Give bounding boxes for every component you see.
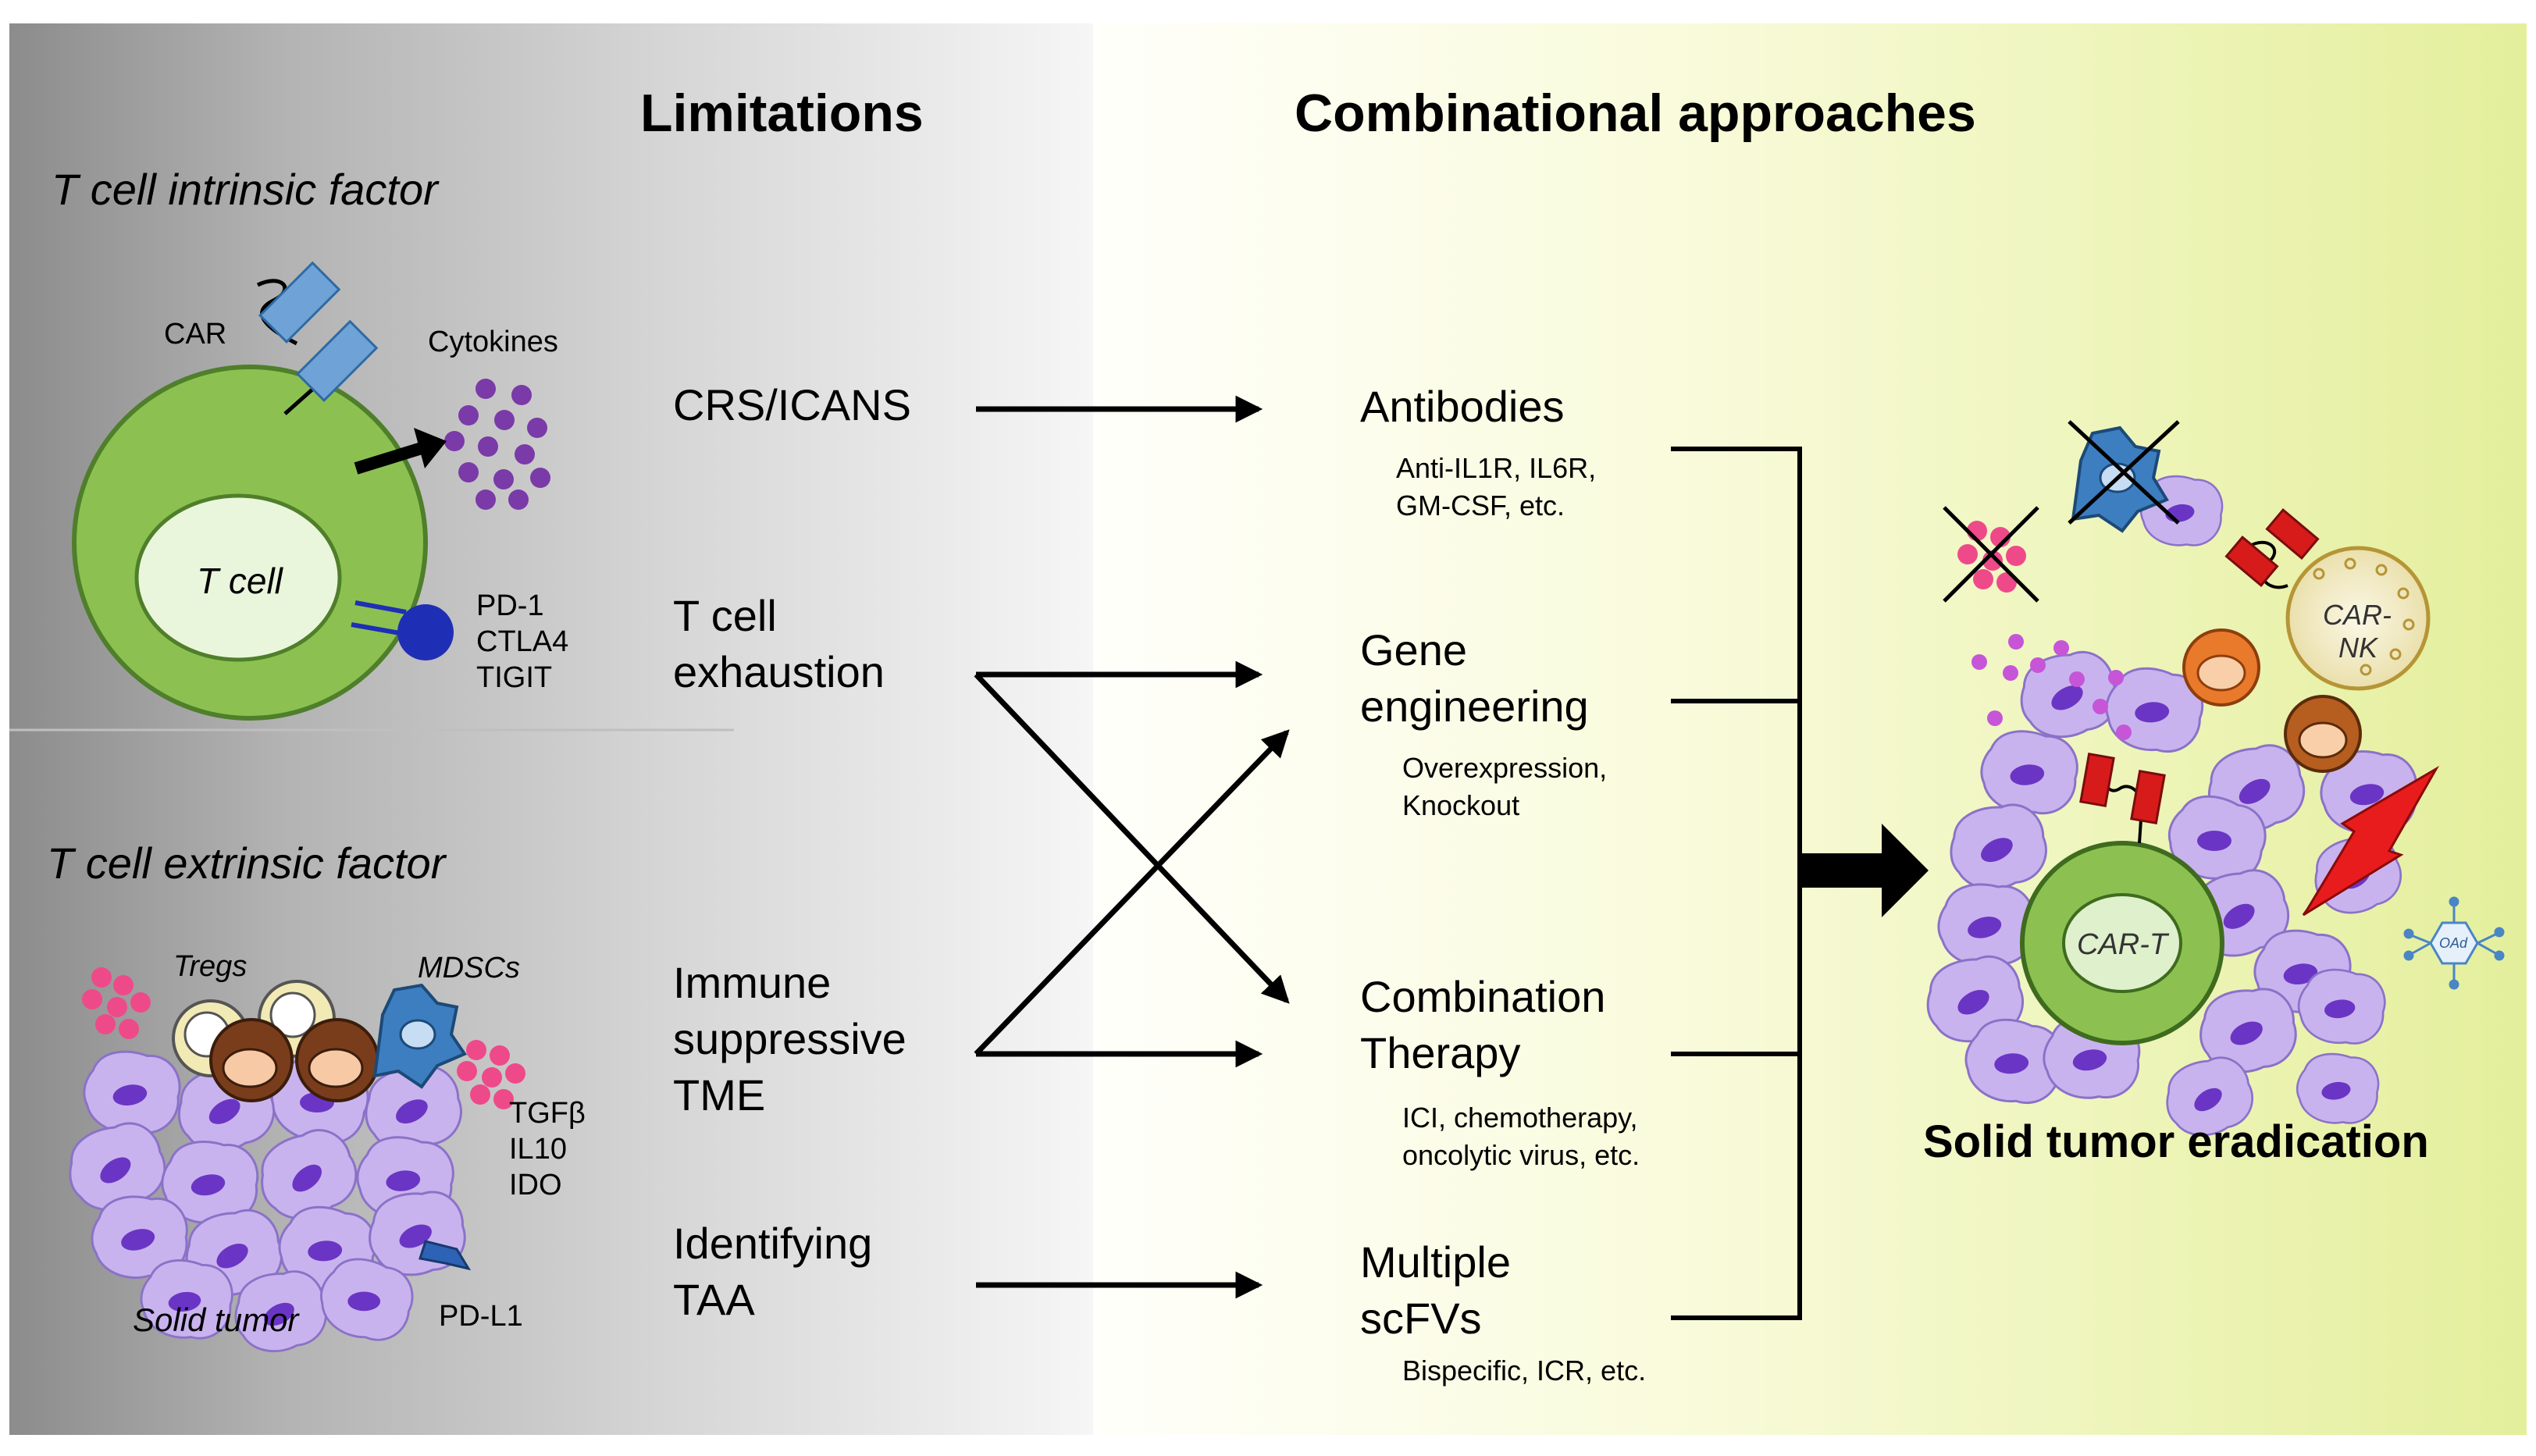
limitation-line: CRS/ICANS <box>673 380 911 429</box>
approach-detail: oncolytic virus, etc. <box>1402 1139 1640 1171</box>
oad-label: OAd <box>2439 935 2468 951</box>
approach-title: Therapy <box>1360 1028 1520 1077</box>
connector-arrows <box>974 395 1290 1299</box>
mdscs-label: MDSCs <box>418 952 520 984</box>
tumor-cell <box>234 1270 327 1353</box>
tumor-cell <box>365 1065 462 1152</box>
tumor-cell <box>261 1129 358 1219</box>
treg-cells <box>172 980 379 1102</box>
limitations-header: Limitations <box>640 84 924 143</box>
tumor-cell <box>1950 803 2047 890</box>
limitation-line: exhaustion <box>673 647 885 696</box>
tumor-cell <box>2296 1052 2380 1124</box>
pdl1-label: PD-L1 <box>439 1300 523 1333</box>
pdl1-ligand <box>419 1240 472 1271</box>
t-cell-nucleus <box>134 493 342 662</box>
connector-arrow <box>974 729 1290 1056</box>
tumor-cell <box>83 1050 181 1134</box>
tumor-cell <box>2166 1056 2253 1137</box>
factor-il10: IL10 <box>509 1133 567 1166</box>
approach-detail: Knockout <box>1402 789 1519 821</box>
approach-title: Antibodies <box>1360 382 1565 431</box>
intrinsic-label: T cell intrinsic factor <box>52 165 440 214</box>
tregs-label: Tregs <box>173 950 247 983</box>
approach-detail: Anti-IL1R, IL6R, <box>1396 452 1596 484</box>
oad-molecule <box>2403 896 2505 990</box>
outcome-title: Solid tumor eradication <box>1923 1116 2429 1167</box>
checkpoint-receptor <box>351 600 454 660</box>
car-label: CAR <box>164 318 226 351</box>
checkpoint-pd1: PD-1 <box>476 589 544 622</box>
approach-title: engineering <box>1360 682 1589 731</box>
limitation-line: TAA <box>673 1275 755 1324</box>
pink-cytokines-right <box>457 1040 525 1109</box>
approaches-header: Combinational approaches <box>1295 84 1976 143</box>
approach-title: Gene <box>1360 625 1467 675</box>
mdsc-cell <box>372 983 468 1089</box>
tumor-cell <box>320 1258 414 1341</box>
tumor-cell <box>2199 988 2297 1073</box>
cytokines-label: Cytokines <box>428 326 558 358</box>
purple-cytokines <box>1971 634 2132 740</box>
outcome-illustration: CAR- NK CAR-T <box>1926 420 2505 1137</box>
tumor-cell <box>2297 968 2386 1045</box>
limitation-item: CRS/ICANS <box>673 380 911 429</box>
tumor-cell <box>1964 1018 2064 1105</box>
car-t-label: CAR-T <box>2077 928 2170 961</box>
approach-detail: GM-CSF, etc. <box>1396 489 1565 522</box>
tumor-cell <box>161 1141 259 1224</box>
cytokine-dots <box>444 379 550 510</box>
approach-title: Multiple <box>1360 1237 1511 1287</box>
limitation-line: suppressive <box>673 1014 906 1063</box>
limitation-item: T cell exhaustion <box>673 591 885 696</box>
car-nk-label-2: NK <box>2338 632 2379 664</box>
tumor-illustration: Tregs MDSCs TGFβ IL10 IDO PD-L1 Solid tu… <box>69 950 586 1353</box>
activated-cells <box>2182 628 2362 773</box>
cytokine-release-arrow <box>354 442 424 475</box>
factor-ido: IDO <box>509 1169 562 1201</box>
limitation-line: Immune <box>673 958 831 1007</box>
checkpoint-tigit: TIGIT <box>476 661 552 694</box>
approach-detail: ICI, chemotherapy, <box>1402 1102 1637 1134</box>
limitation-line: T cell <box>673 591 777 640</box>
factor-tgfb: TGFβ <box>509 1097 586 1130</box>
t-cell-illustration: T cell CAR Cytokines PD-1 CTLA4 TIGIT <box>72 261 568 721</box>
car-nk-cell: CAR- NK <box>2224 507 2431 691</box>
approach-title: scFVs <box>1360 1294 1482 1343</box>
approach-title: Combination <box>1360 972 1605 1021</box>
tumor-cells <box>69 1050 466 1353</box>
tumor-cell <box>140 1259 233 1340</box>
crossed-mdsc <box>2068 420 2180 533</box>
t-cell-label: T cell <box>197 561 284 601</box>
convergence-arrow <box>1798 824 1929 917</box>
connector-arrow <box>974 672 1290 1004</box>
approach-detail: Bispecific, ICR, etc. <box>1402 1355 1646 1387</box>
tumor-cell <box>1937 883 2035 967</box>
car-t-cell: CAR-T <box>2020 752 2224 1045</box>
car-receptor <box>256 261 379 415</box>
limitation-line: Identifying <box>673 1219 872 1268</box>
tumor-cell <box>2167 795 2267 883</box>
pink-cytokines-left <box>82 967 151 1039</box>
checkpoint-ctla4: CTLA4 <box>476 625 568 658</box>
limitation-line: TME <box>673 1070 765 1120</box>
solid-tumor-label: Solid tumor <box>133 1301 300 1338</box>
car-nk-label-1: CAR- <box>2323 599 2392 631</box>
extrinsic-label: T cell extrinsic factor <box>47 838 447 888</box>
lightning-bolt <box>2302 765 2440 917</box>
tumor-cell <box>1980 730 2078 815</box>
approach-detail: Overexpression, <box>1402 752 1607 784</box>
crossed-cytokines <box>1943 506 2039 603</box>
